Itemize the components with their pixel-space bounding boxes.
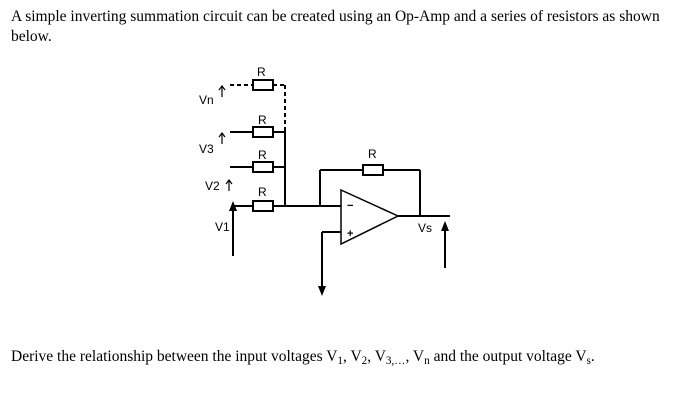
resistor-label-n: R [257,65,266,79]
resistor-feedback [362,164,384,176]
resistor-3 [252,126,274,138]
input-label-v2: V2 [205,179,220,193]
v1-arrow-icon [229,201,237,211]
inverting-input-sign: − [347,200,353,212]
resistor-label-1: R [258,185,267,199]
input-label-vn: Vn [199,93,214,107]
ground-arrow-icon [318,286,326,296]
resistor-label-3: R [258,113,267,127]
intro-text: A simple inverting summation circuit can… [11,8,660,45]
resistor-label-feedback: R [368,147,377,161]
output-label-vs: Vs [418,221,432,235]
resistor-1 [252,200,274,212]
op-amp-symbol [340,188,400,246]
input-label-v1: V1 [215,220,230,234]
non-inverting-input-sign: + [347,228,353,240]
resistor-label-2: R [258,148,267,162]
input-label-v3: V3 [199,142,214,156]
resistor-n [252,79,274,91]
question-text: Derive the relationship between the inpu… [11,348,595,367]
vs-arrow-icon [441,221,449,231]
resistor-2 [252,161,274,173]
